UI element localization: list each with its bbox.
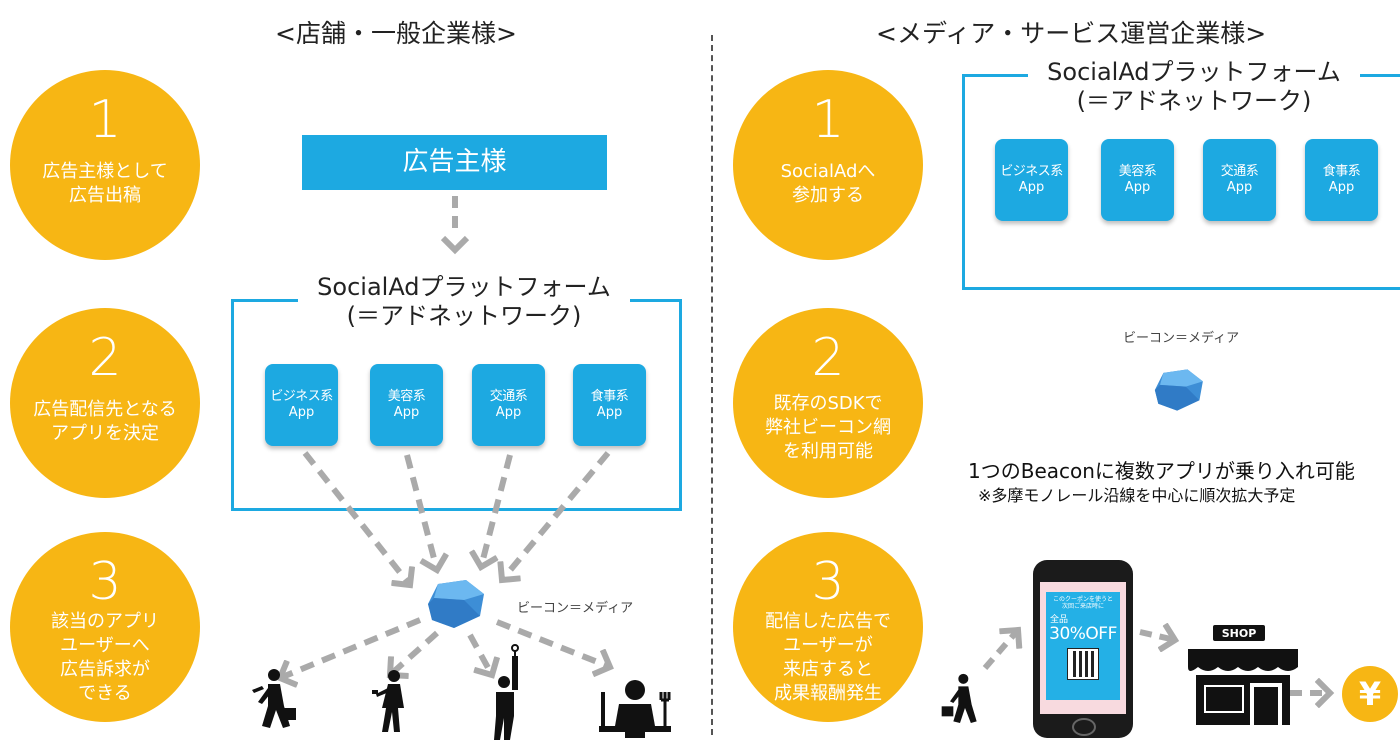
left-step-1-circle: 1 広告主様として 広告出稿 xyxy=(10,70,200,260)
step-number: 1 xyxy=(88,90,122,150)
platform-title-line: SocialAdプラットフォーム xyxy=(1047,58,1341,86)
step-text-line: 広告出稿 xyxy=(69,185,141,206)
step-text-line: 広告主様として xyxy=(42,161,168,182)
advertiser-box: 広告主様 xyxy=(302,135,607,190)
coupon-small-text: このクーポンを使うと 次回ご来店時に xyxy=(1052,596,1113,610)
step-text-line: 既存のSDKで xyxy=(773,393,883,414)
right-app-business: ビジネス系 App xyxy=(995,139,1068,221)
right-step-2-circle: 2 既存のSDKで 弊社ビーコン網 を利用可能 xyxy=(733,308,923,498)
section-divider xyxy=(711,35,713,735)
app-label: ビジネス系 xyxy=(270,389,333,404)
right-section-title: <メディア・サービス運営企業様> xyxy=(876,19,1267,48)
step-text-line: アプリを決定 xyxy=(51,423,159,444)
step-number: 2 xyxy=(811,328,845,388)
app-label: 食事系 xyxy=(590,389,629,404)
left-step-2-circle: 2 広告配信先となる アプリを決定 xyxy=(10,308,200,498)
step-text-line: を利用可能 xyxy=(783,441,873,462)
step-text-line: SocialAdへ xyxy=(780,161,876,182)
right-step-3-circle: 3 配信した広告で ユーザーが 来店すると 成果報酬発生 xyxy=(733,532,923,722)
right-platform-title: SocialAdプラットフォーム (＝アドネットワーク) xyxy=(1028,58,1360,116)
coupon-all-items: 全品 xyxy=(1050,615,1069,625)
step-text-line: 来店すると xyxy=(783,659,873,680)
right-beacon-icon xyxy=(1154,369,1203,411)
app-label: ビジネス系 xyxy=(1000,164,1063,179)
step-text-line: ユーザーが xyxy=(783,635,873,656)
step-text-line: 広告配信先となる xyxy=(33,399,177,420)
left-section-title: <店舗・一般企業様> xyxy=(275,19,517,48)
step-number: 3 xyxy=(88,552,122,612)
step-text-line: 弊社ビーコン網 xyxy=(765,417,891,438)
right-app-transport: 交通系 App xyxy=(1203,139,1276,221)
person-eating-icon xyxy=(599,680,671,738)
left-app-beauty: 美容系 App xyxy=(370,364,443,446)
coupon-card: このクーポンを使うと 次回ご来店時に 全品 30%OFF xyxy=(1046,592,1120,700)
shop-sign-text: SHOP xyxy=(1221,627,1257,640)
step-text-line: 該当のアプリ xyxy=(51,611,159,632)
left-app-business: ビジネス系 App xyxy=(265,364,338,446)
qr-code-icon xyxy=(1067,648,1099,680)
step-text-line: できる xyxy=(78,683,132,704)
app-label: App xyxy=(1226,180,1253,195)
smartphone: このクーポンを使うと 次回ご来店時に 全品 30%OFF xyxy=(1033,560,1133,738)
phone-screen: このクーポンを使うと 次回ご来店時に 全品 30%OFF xyxy=(1040,582,1126,714)
app-label: App xyxy=(1018,180,1045,195)
app-label: 食事系 xyxy=(1322,164,1361,179)
platform-title-line: SocialAdプラットフォーム xyxy=(317,273,611,301)
walking-person-bag-icon xyxy=(252,669,296,728)
app-label: 交通系 xyxy=(489,389,528,404)
coupon-discount: 30%OFF xyxy=(1049,624,1117,644)
walking-person-bag-icon xyxy=(941,673,977,723)
step-text-line: ユーザーへ xyxy=(60,635,150,656)
right-app-beauty: 美容系 App xyxy=(1101,139,1174,221)
app-label: 交通系 xyxy=(1220,164,1259,179)
walking-woman-phone-icon xyxy=(372,670,404,732)
left-platform-title: SocialAdプラットフォーム (＝アドネットワーク) xyxy=(298,273,630,331)
phone-home-button xyxy=(1072,718,1096,736)
shop-icon xyxy=(1188,625,1298,725)
app-label: 美容系 xyxy=(1118,164,1157,179)
step-text-line: 参加する xyxy=(792,185,864,206)
right-beacon-label: ビーコン＝メディア xyxy=(1123,331,1240,346)
step-text-line: 広告訴求が xyxy=(60,659,150,680)
left-app-food: 食事系 App xyxy=(573,364,646,446)
step-number: 1 xyxy=(811,90,845,150)
app-label: App xyxy=(1124,180,1151,195)
app-label: App xyxy=(596,405,623,420)
left-beacon-label: ビーコン＝メディア xyxy=(517,601,634,616)
step-text-line: 配信した広告で xyxy=(765,611,891,632)
beacon-multi-app-text: 1つのBeaconに複数アプリが乗り入れ可能 xyxy=(968,459,1355,483)
step-text-line: 成果報酬発生 xyxy=(774,683,882,704)
person-raising-phone-icon xyxy=(494,644,519,740)
left-step-3-circle: 3 該当のアプリ ユーザーへ 広告訴求が できる xyxy=(10,532,200,722)
app-label: App xyxy=(495,405,522,420)
left-app-transport: 交通系 App xyxy=(472,364,545,446)
right-step-1-circle: 1 SocialAdへ 参加する xyxy=(733,70,923,260)
app-label: App xyxy=(1328,180,1355,195)
beacon-expansion-note: ※多摩モノレール沿線を中心に順次拡大予定 xyxy=(978,486,1296,505)
yen-coin-icon: ¥ xyxy=(1342,666,1398,722)
right-app-food: 食事系 App xyxy=(1305,139,1378,221)
app-label: 美容系 xyxy=(387,389,426,404)
platform-title-line: (＝アドネットワーク) xyxy=(1076,87,1312,115)
app-label: App xyxy=(393,405,420,420)
app-label: App xyxy=(288,405,315,420)
platform-title-line: (＝アドネットワーク) xyxy=(346,302,582,330)
step-number: 2 xyxy=(88,328,122,388)
step-number: 3 xyxy=(811,552,845,612)
left-beacon-icon xyxy=(428,580,484,628)
